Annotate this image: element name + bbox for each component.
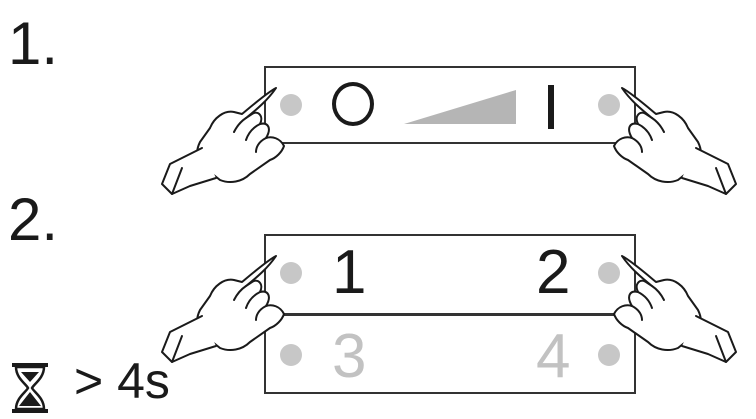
button-label-3: 3 bbox=[332, 322, 367, 391]
button-label-4: 4 bbox=[536, 322, 571, 391]
switch-panel-four-button: 1 2 3 4 bbox=[264, 234, 636, 394]
led-indicator-bottom-left-icon bbox=[280, 344, 302, 366]
hold-duration-text: > 4s bbox=[74, 353, 170, 409]
step-number-2: 2. bbox=[8, 186, 59, 253]
hourglass-icon bbox=[12, 363, 48, 413]
button-label-1: 1 bbox=[332, 238, 367, 307]
brightness-ramp-icon bbox=[404, 90, 516, 124]
led-indicator-right-icon bbox=[598, 94, 620, 116]
button-label-2: 2 bbox=[536, 238, 571, 307]
panel-divider bbox=[266, 313, 634, 316]
led-indicator-top-left-icon bbox=[280, 262, 302, 284]
led-indicator-top-right-icon bbox=[598, 262, 620, 284]
led-indicator-bottom-right-icon bbox=[598, 344, 620, 366]
switch-panel-on-off: O I bbox=[264, 66, 636, 144]
led-indicator-left-icon bbox=[280, 94, 302, 116]
step-number-1: 1. bbox=[8, 10, 59, 77]
power-off-icon bbox=[332, 82, 374, 126]
power-on-icon bbox=[548, 85, 554, 129]
